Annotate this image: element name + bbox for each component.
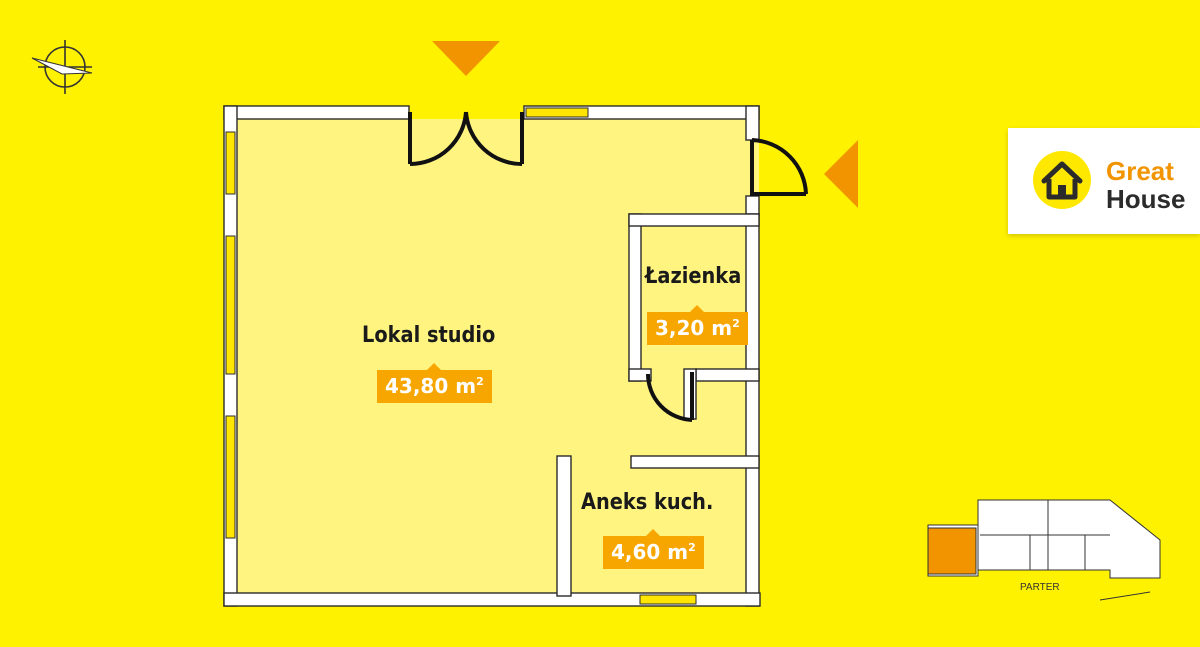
entrance-arrow-icon: [824, 140, 858, 208]
area-badge-kitchenette: 4,60 m2: [603, 529, 704, 569]
area-unit-bathroom: 2: [732, 317, 740, 330]
area-unit-studio: 2: [476, 375, 484, 388]
area-badge-bathroom: 3,20 m2: [647, 305, 748, 345]
entrance-arrow-icon: [432, 41, 500, 76]
logo-text-house: House: [1106, 184, 1186, 214]
house-logo-icon: [1033, 151, 1091, 209]
area-value-kitchenette: 4,60 m: [611, 540, 689, 564]
logo-text-great: Great: [1106, 156, 1174, 186]
key-map-label: PARTER: [1020, 582, 1060, 593]
windows: [225, 107, 697, 605]
area-value-studio: 43,80 m: [385, 374, 477, 398]
compass-icon: [31, 40, 93, 94]
area-value-bathroom: 3,20 m: [655, 316, 733, 340]
room-name-bathroom: Łazienka: [645, 264, 742, 289]
entrance-double-door: [408, 111, 524, 167]
room-name-kitchenette: Aneks kuch.: [581, 490, 714, 515]
area-badge-studio: 43,80 m2: [377, 363, 492, 403]
side-door: [750, 138, 808, 196]
floor-area: [237, 119, 759, 595]
key-map: [927, 499, 1161, 601]
great-house-logo: Great House: [1008, 128, 1200, 234]
area-unit-kitchenette: 2: [688, 541, 696, 554]
room-name-studio: Lokal studio: [362, 323, 496, 348]
bathroom-door: [645, 372, 694, 422]
